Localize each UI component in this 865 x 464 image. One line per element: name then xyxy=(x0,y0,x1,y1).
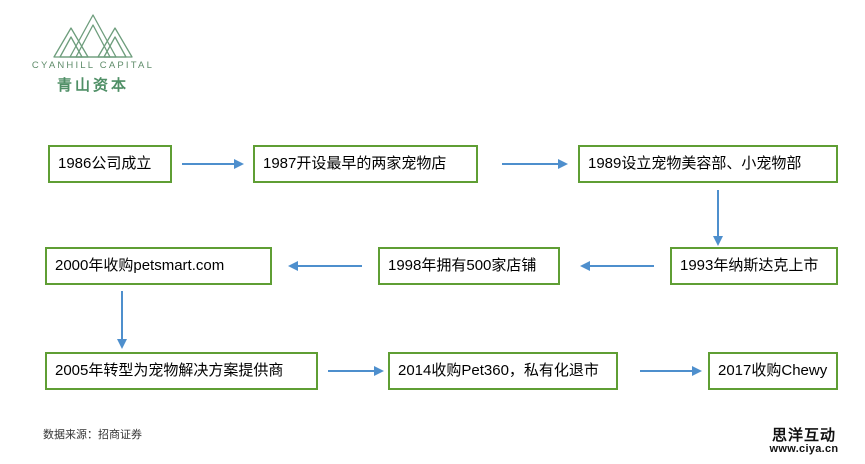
arrow-1987-to-1989 xyxy=(502,158,568,170)
timeline-node-1986[interactable]: 1986公司成立 xyxy=(48,145,172,183)
arrow-head xyxy=(117,339,127,349)
arrow-head xyxy=(692,366,702,376)
timeline-node-2014[interactable]: 2014收购Pet360，私有化退市 xyxy=(388,352,618,390)
brand-name-cn: 青山资本 xyxy=(56,77,129,94)
arrow-shaft xyxy=(640,370,696,372)
watermark-name: 思洋互动 xyxy=(771,427,836,444)
arrow-1993-to-1998 xyxy=(580,260,654,272)
timeline-node-2000[interactable]: 2000年收购petsmart.com xyxy=(45,247,272,285)
arrow-head xyxy=(580,261,590,271)
arrow-shaft xyxy=(717,190,719,237)
mountain-logo-icon xyxy=(48,12,138,60)
arrow-1989-to-1993 xyxy=(712,190,724,246)
arrow-2000-to-2005 xyxy=(116,291,128,349)
arrow-shaft xyxy=(121,291,123,340)
arrow-shaft xyxy=(182,163,238,165)
brand-logo: CYANHILL CAPITAL 青山资本 xyxy=(18,12,168,94)
timeline-node-2017[interactable]: 2017收购Chewy xyxy=(708,352,838,390)
arrow-head xyxy=(558,159,568,169)
watermark: 思洋互动 www.ciya.cn xyxy=(752,428,856,455)
arrow-1986-to-1987 xyxy=(182,158,244,170)
arrow-head xyxy=(288,261,298,271)
timeline-node-2005[interactable]: 2005年转型为宠物解决方案提供商 xyxy=(45,352,318,390)
watermark-url: www.ciya.cn xyxy=(769,442,839,455)
arrow-shaft xyxy=(328,370,378,372)
timeline-node-1987[interactable]: 1987开设最早的两家宠物店 xyxy=(253,145,478,183)
arrow-2005-to-2014 xyxy=(328,365,384,377)
arrow-2014-to-2017 xyxy=(640,365,702,377)
arrow-1998-to-2000 xyxy=(288,260,362,272)
timeline-node-1989[interactable]: 1989设立宠物美容部、小宠物部 xyxy=(578,145,838,183)
brand-wordmark: CYANHILL CAPITAL xyxy=(31,60,155,71)
timeline-node-1998[interactable]: 1998年拥有500家店铺 xyxy=(378,247,560,285)
arrow-head xyxy=(234,159,244,169)
source-note: 数据来源：招商证券 xyxy=(43,429,142,441)
timeline-node-1993[interactable]: 1993年纳斯达克上市 xyxy=(670,247,838,285)
arrow-shaft xyxy=(588,265,654,267)
arrow-shaft xyxy=(502,163,562,165)
arrow-head xyxy=(713,236,723,246)
arrow-head xyxy=(374,366,384,376)
arrow-shaft xyxy=(296,265,362,267)
